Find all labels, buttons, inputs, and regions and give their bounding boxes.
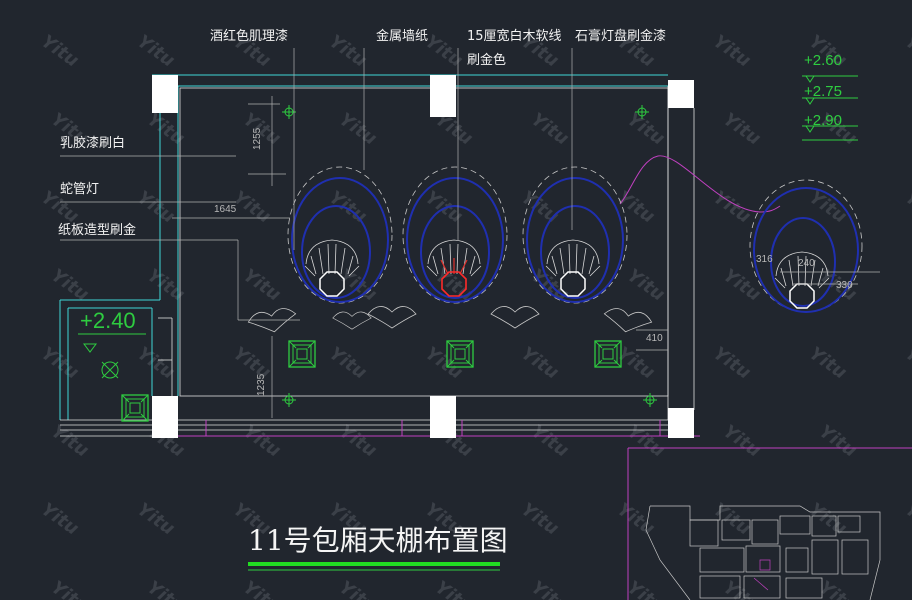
watermark-text: Yitu [901, 499, 912, 540]
dimension-1235: 1235 [256, 373, 267, 396]
watermark-text: Yitu [335, 577, 380, 600]
watermark-text: Yitu [517, 499, 562, 540]
watermark-text: Yitu [143, 577, 188, 600]
watermark-text: Yitu [719, 421, 764, 462]
watermark-text: Yitu [613, 499, 658, 540]
watermark-text: Yitu [239, 265, 284, 306]
watermark-text: Yitu [623, 109, 668, 150]
watermark-text: Yitu [517, 343, 562, 384]
watermark-text: Yitu [335, 109, 380, 150]
pendant-lights [319, 271, 815, 309]
watermark-text: Yitu [709, 343, 754, 384]
elevation-2-60: +2.60 [804, 52, 842, 69]
watermark-text: Yitu [239, 577, 284, 600]
dimension-330: 330 [836, 280, 853, 291]
dimension-316: 316 [756, 254, 773, 265]
dimension-240: 240 [798, 258, 815, 269]
label-wood-line-gold: 刷金色 [467, 53, 507, 68]
elevation-2-40: +2.40 [80, 308, 136, 333]
watermark-text: Yitu [527, 577, 572, 600]
watermark-text: Yitu [133, 187, 178, 228]
watermark-text: Yitu [719, 577, 764, 600]
watermark-text: Yitu [527, 109, 572, 150]
watermark-text: Yitu [239, 421, 284, 462]
label-metal-wallpaper: 金属墙纸 [376, 29, 429, 44]
watermark-text: Yitu [143, 265, 188, 306]
leaf-decorations [246, 306, 654, 337]
label-latex-paint: 乳胶漆刷白 [60, 136, 126, 151]
watermark-text: Yitu [719, 109, 764, 150]
watermark-text: Yitu [901, 187, 912, 228]
leader-lines [60, 48, 880, 418]
watermark-text: Yitu [623, 265, 668, 306]
label-wine-red-paint: 酒红色肌理漆 [210, 29, 289, 44]
watermark-text: Yitu [623, 421, 668, 462]
watermark-text: Yitu [709, 31, 754, 72]
label-gypsum-plate: 石膏灯盘刷金漆 [575, 29, 667, 44]
dimension-1255: 1255 [252, 127, 263, 150]
watermark-text: Yitu [47, 577, 92, 600]
watermark-text: Yitu [143, 109, 188, 150]
downlights [121, 340, 622, 422]
elevation-2-90: +2.90 [804, 112, 842, 129]
watermark-text: Yitu [47, 421, 92, 462]
exhaust-fan-icon [101, 361, 119, 379]
dimension-1645: 1645 [214, 204, 237, 215]
watermark-text: Yitu [229, 343, 274, 384]
watermark-text: Yitu [709, 499, 754, 540]
watermark-text: Yitu [901, 343, 912, 384]
label-paper-board: 纸板造型刷金 [58, 223, 137, 238]
watermark-text: Yitu [805, 343, 850, 384]
watermark-text: Yitu [815, 421, 860, 462]
watermark-text: Yitu [709, 187, 754, 228]
key-plan [645, 505, 881, 600]
watermark-text: Yitu [613, 343, 658, 384]
ceiling-coves [287, 166, 863, 313]
watermark-text: Yitu [133, 31, 178, 72]
watermark-text: Yitu [335, 421, 380, 462]
drawing-title: 11号包厢天棚布置图 [248, 524, 508, 557]
watermark-text: Yitu [623, 577, 668, 600]
watermark-text: Yitu [133, 499, 178, 540]
label-hose-light: 蛇管灯 [60, 182, 100, 197]
title-underline [248, 562, 500, 571]
watermark-text: Yitu [37, 31, 82, 72]
watermark-text: Yitu [47, 265, 92, 306]
elevation-markers [78, 75, 858, 353]
dimension-410: 410 [646, 333, 663, 344]
watermark-text: Yitu [325, 343, 370, 384]
structural-columns [152, 75, 694, 438]
label-wood-line: 15厘宽白木软线 [467, 29, 562, 44]
room-outline [59, 74, 668, 420]
watermark-text: Yitu [37, 499, 82, 540]
watermark-text: Yitu [527, 421, 572, 462]
watermark-text: Yitu [901, 31, 912, 72]
elevation-2-75: +2.75 [804, 83, 842, 100]
watermark-text: Yitu [431, 577, 476, 600]
